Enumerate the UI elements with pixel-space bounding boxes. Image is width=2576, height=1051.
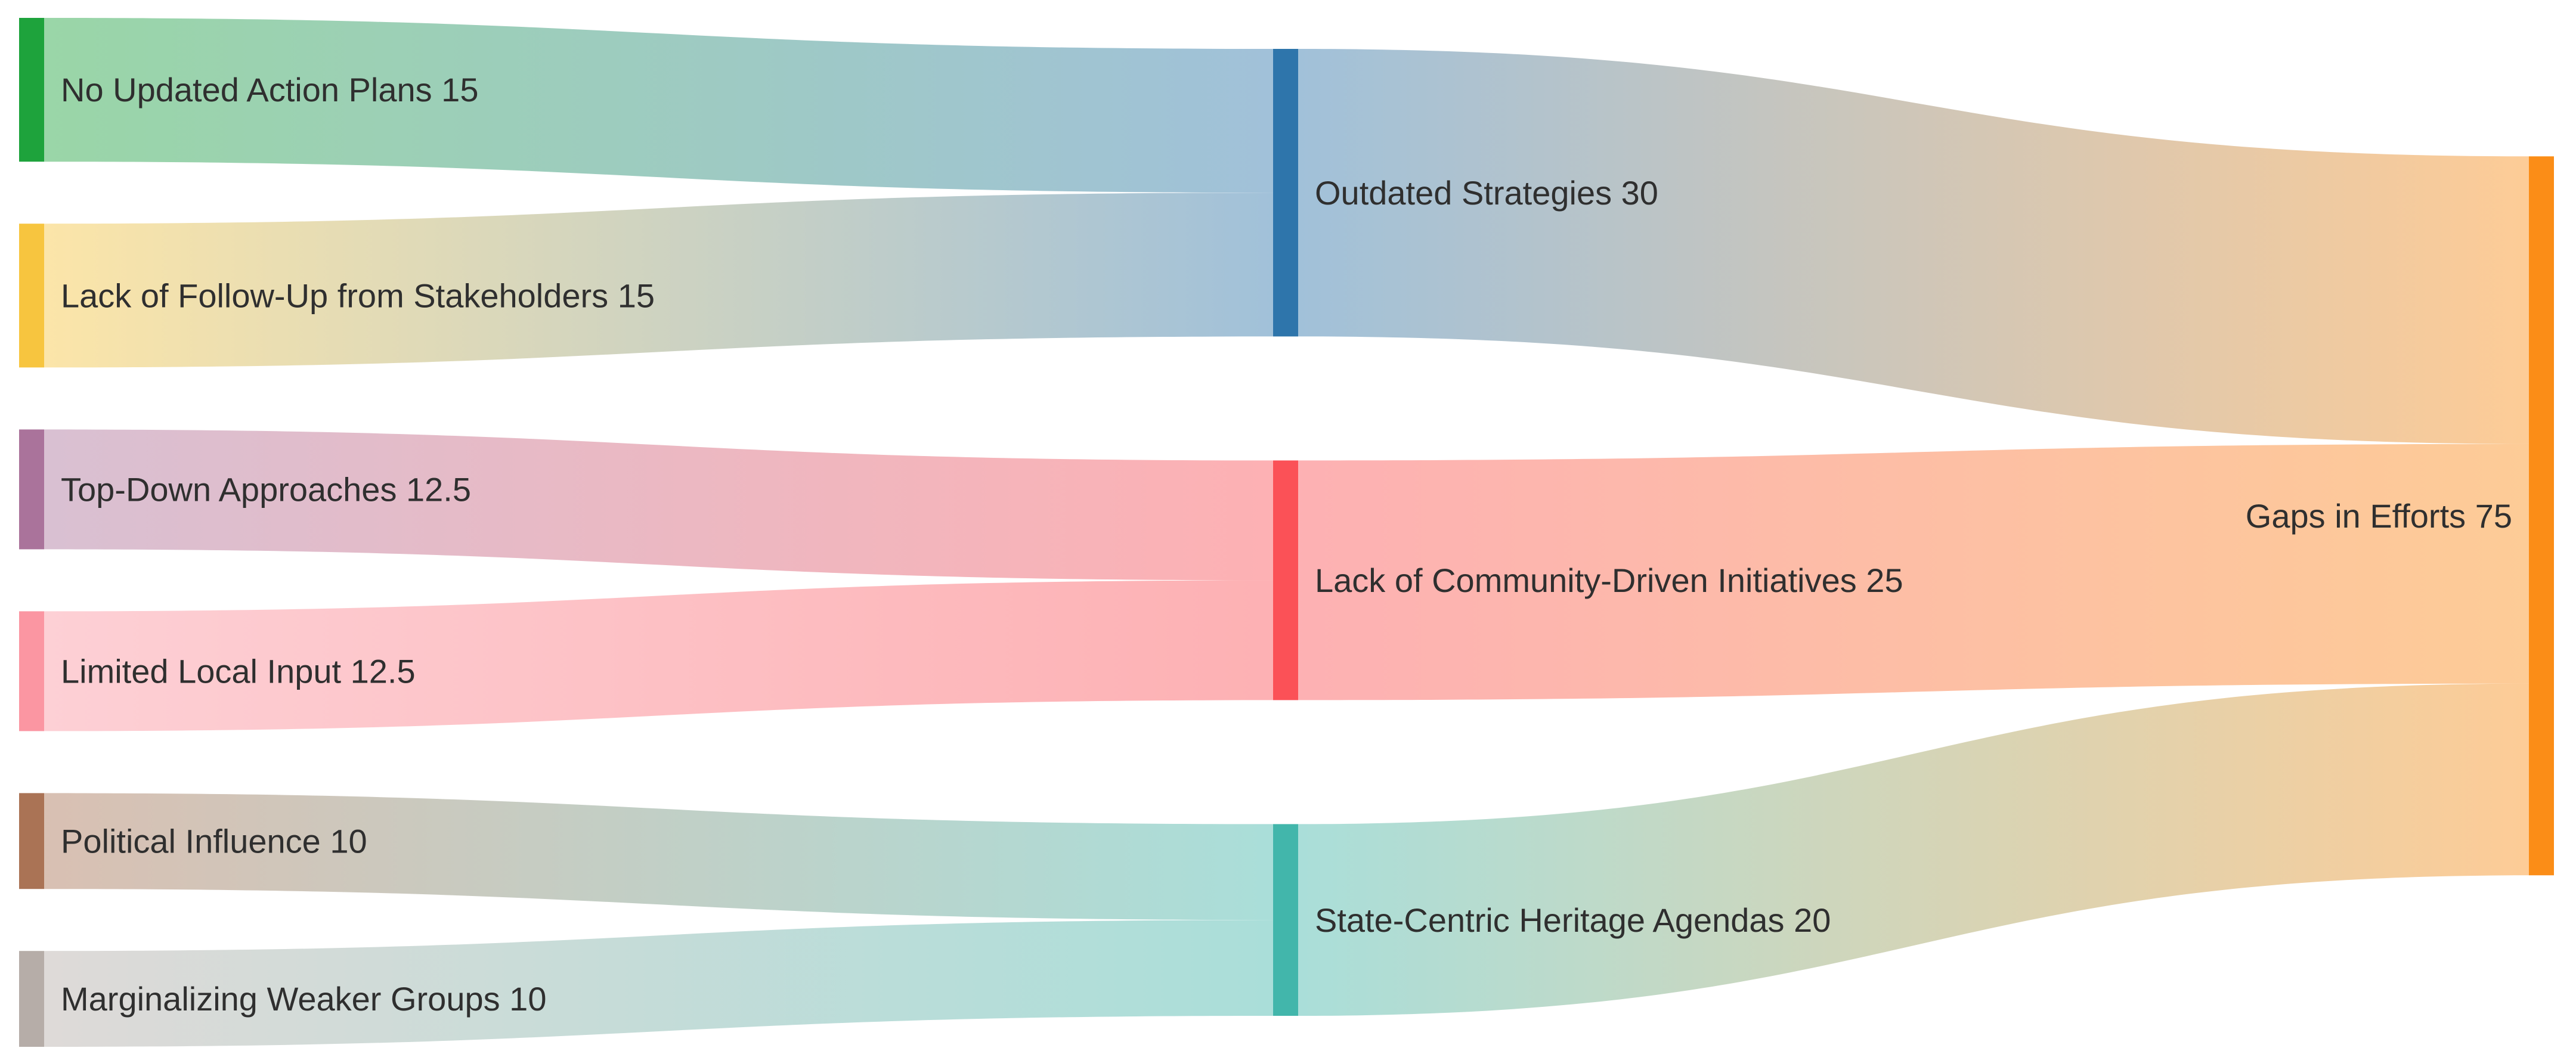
node-label-lack-of-community-driven-initiatives: Lack of Community-Driven Initiatives 25: [1315, 562, 1903, 599]
node-label-state-centric-heritage-agendas: State-Centric Heritage Agendas 20: [1315, 901, 1831, 939]
sankey-link-political-influence-to-state-centric-heritage-agendas[interactable]: [44, 793, 1273, 920]
sankey-link-lack-of-community-driven-initiatives-to-gaps-in-efforts[interactable]: [1298, 444, 2529, 700]
sankey-link-state-centric-heritage-agendas-to-gaps-in-efforts[interactable]: [1298, 683, 2529, 1016]
sankey-link-top-down-approaches-to-lack-of-community-driven-initiatives[interactable]: [44, 429, 1273, 581]
node-label-political-influence: Political Influence 10: [61, 822, 367, 860]
sankey-node-limited-local-input[interactable]: [19, 611, 44, 731]
nodes-layer: [19, 18, 2554, 1047]
node-label-limited-local-input: Limited Local Input 12.5: [61, 653, 416, 690]
sankey-node-top-down-approaches[interactable]: [19, 429, 44, 550]
sankey-node-state-centric-heritage-agendas[interactable]: [1273, 824, 1298, 1016]
sankey-node-lack-of-follow-up-from-stakeholders[interactable]: [19, 224, 44, 368]
sankey-link-limited-local-input-to-lack-of-community-driven-initiatives[interactable]: [44, 580, 1273, 731]
node-label-no-updated-action-plans: No Updated Action Plans 15: [61, 71, 478, 108]
node-label-marginalizing-weaker-groups: Marginalizing Weaker Groups 10: [61, 980, 546, 1018]
node-label-top-down-approaches: Top-Down Approaches 12.5: [61, 471, 471, 509]
labels-layer: No Updated Action Plans 15 Lack of Follow…: [61, 71, 2512, 1018]
sankey-link-outdated-strategies-to-gaps-in-efforts[interactable]: [1298, 49, 2529, 444]
node-label-lack-of-follow-up-from-stakeholders: Lack of Follow-Up from Stakeholders 15: [61, 277, 655, 314]
sankey-node-lack-of-community-driven-initiatives[interactable]: [1273, 460, 1298, 700]
sankey-node-outdated-strategies[interactable]: [1273, 49, 1298, 337]
sankey-node-political-influence[interactable]: [19, 793, 44, 889]
sankey-link-marginalizing-weaker-groups-to-state-centric-heritage-agendas[interactable]: [44, 920, 1273, 1047]
sankey-node-gaps-in-efforts[interactable]: [2529, 156, 2554, 876]
sankey-node-no-updated-action-plans[interactable]: [19, 18, 44, 162]
sankey-node-marginalizing-weaker-groups[interactable]: [19, 951, 44, 1047]
sankey-link-lack-of-follow-up-from-stakeholders-to-outdated-strategies[interactable]: [44, 193, 1273, 368]
node-label-outdated-strategies: Outdated Strategies 30: [1315, 174, 1658, 212]
links-layer: [44, 18, 2529, 1047]
sankey-link-no-updated-action-plans-to-outdated-strategies[interactable]: [44, 18, 1273, 193]
node-label-gaps-in-efforts: Gaps in Efforts 75: [2246, 497, 2512, 535]
